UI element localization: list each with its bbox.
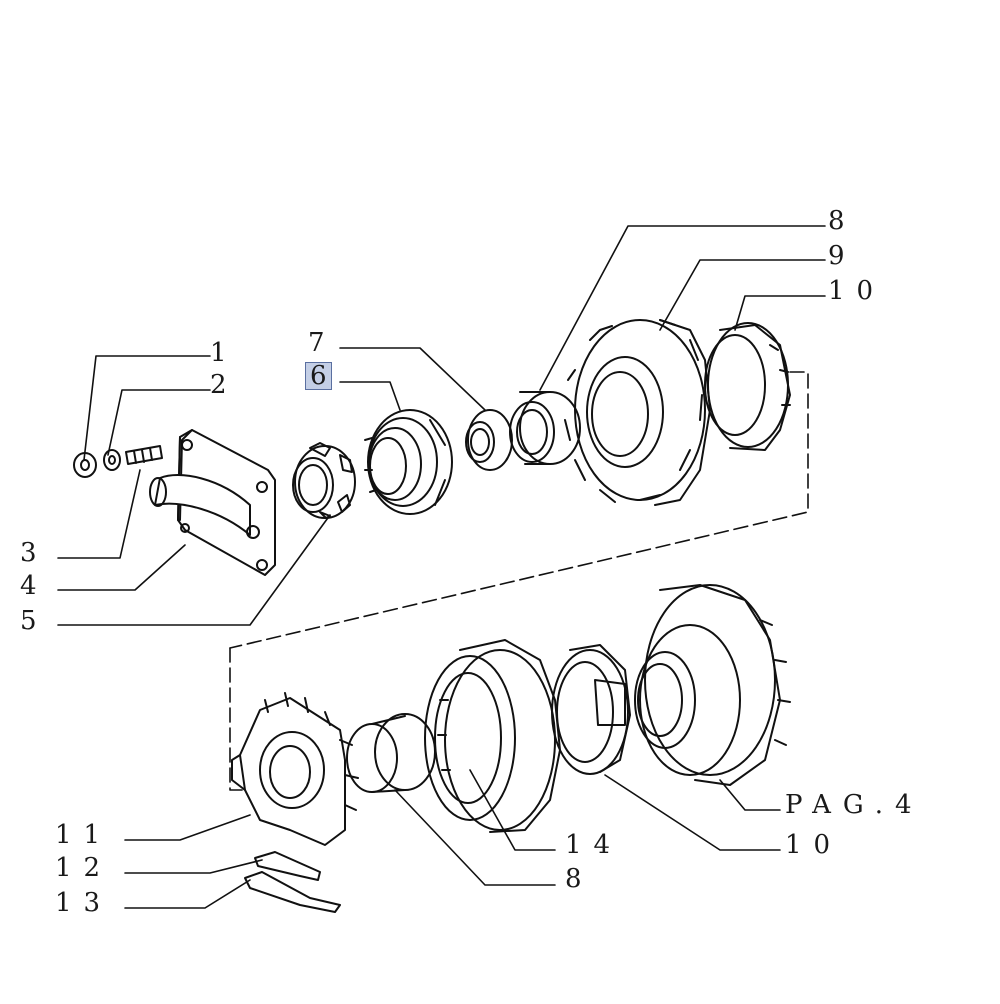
assembly-lines	[229, 371, 809, 791]
callout-12: 12	[55, 853, 113, 883]
leader-3	[57, 469, 141, 559]
callout-14: 14	[565, 830, 623, 860]
leader-11	[124, 814, 251, 841]
callout-10-top: 10	[828, 276, 886, 306]
callout-5: 5	[20, 606, 49, 636]
part-12-clip	[254, 851, 321, 881]
callout-8-top: 8	[828, 206, 857, 236]
part-14-synchro-sleeve	[424, 639, 561, 833]
callout-10-bottom: 10	[785, 830, 843, 860]
part-1-nut	[73, 452, 97, 478]
leader-12	[124, 859, 263, 874]
leader-14	[469, 769, 556, 851]
callout-pag4[interactable]: PAG.4	[785, 790, 924, 820]
part-8-sleeve-bottom	[346, 713, 436, 793]
part-11-gear-hub	[231, 692, 359, 846]
callout-7: 7	[308, 328, 337, 358]
part-10-ring-bottom	[551, 644, 631, 775]
leader-6	[339, 381, 401, 411]
leader-7	[339, 347, 486, 411]
gear-assembly-pag4	[634, 584, 791, 786]
leader-4	[57, 544, 186, 591]
callout-8-bottom: 8	[565, 864, 594, 894]
leader-9	[659, 259, 826, 331]
part-13-clip	[244, 871, 341, 913]
part-4-cover	[149, 429, 276, 576]
leader-10-bottom	[604, 774, 781, 851]
leader-pag4	[719, 779, 781, 811]
leader-2	[107, 389, 211, 456]
leader-8-top	[539, 225, 826, 391]
callout-9: 9	[828, 241, 857, 271]
leader-lines	[57, 225, 826, 909]
callout-3: 3	[20, 538, 49, 568]
leader-13	[124, 879, 251, 909]
callout-6-highlighted[interactable]: 6	[305, 362, 332, 390]
part-3-stud	[125, 445, 163, 465]
callout-2: 2	[210, 370, 239, 400]
part-6-bearing	[364, 409, 453, 515]
leader-1	[83, 355, 211, 461]
part-5-castle-nut	[292, 442, 356, 519]
part-10-ring-top	[704, 322, 791, 451]
callout-11: 11	[55, 820, 113, 850]
callout-13: 13	[55, 888, 113, 918]
assembly-bracket-top	[229, 371, 809, 649]
part-9-gear	[564, 319, 711, 506]
part-7-spacer	[465, 409, 513, 471]
part-2-washer	[103, 449, 121, 471]
leader-8-bottom	[394, 789, 556, 886]
callout-1: 1	[210, 338, 239, 368]
leader-10-top	[734, 295, 826, 331]
callout-4: 4	[20, 571, 49, 601]
part-8-sleeve-top	[509, 391, 581, 465]
assembly-bracket-bottom	[229, 647, 246, 791]
leader-5	[57, 514, 331, 626]
